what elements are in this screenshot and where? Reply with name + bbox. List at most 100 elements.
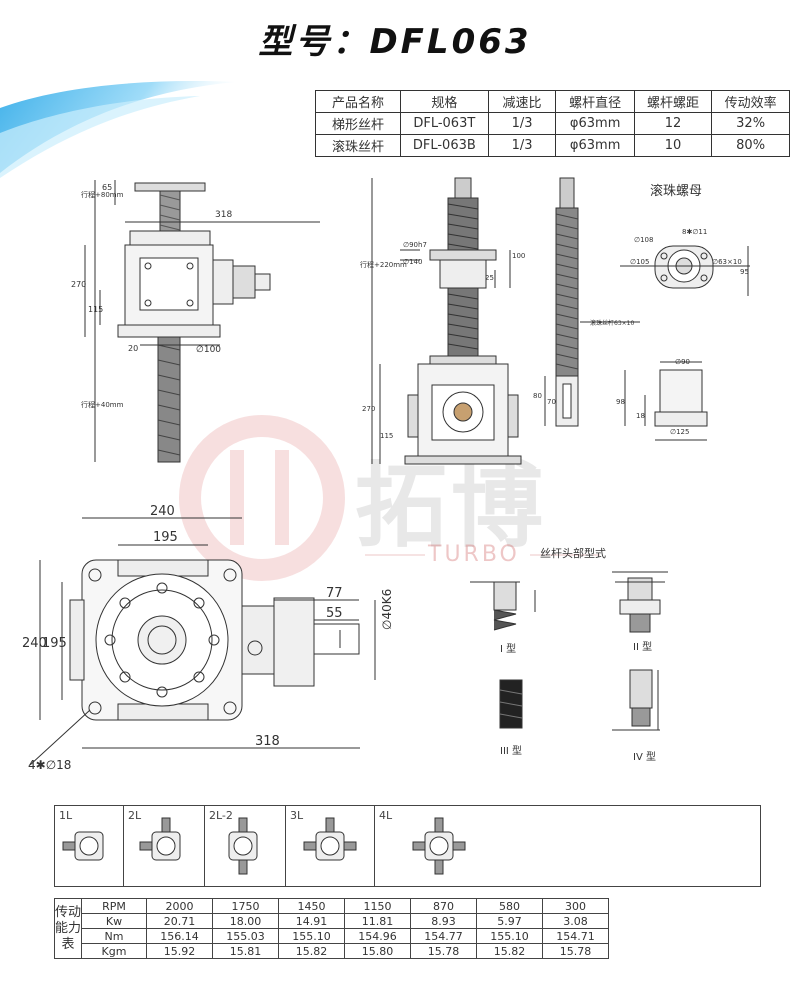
dim-label: 55 xyxy=(326,606,343,621)
type-2-label: II 型 xyxy=(633,642,653,653)
capacity-cell: 155.10 xyxy=(278,928,345,944)
dim-label: 行程+40mm xyxy=(81,401,124,409)
capacity-unit: Nm xyxy=(81,928,147,944)
spec-cell: 1/3 xyxy=(487,134,557,157)
config-cell: 1L xyxy=(55,806,124,886)
dim-label: 318 xyxy=(215,210,233,220)
capacity-cell: 155.03 xyxy=(212,928,279,944)
capacity-cell: 300 xyxy=(542,898,609,914)
ball-screw-note: 滚珠丝杆63×10 xyxy=(590,320,635,327)
dim-label: ∅140 xyxy=(403,258,423,266)
capacity-row: 传动能力表 RPM 2000 1750 1450 1150 870 580 30… xyxy=(54,898,609,959)
spec-cell: 滚珠丝杆 xyxy=(314,134,402,157)
dim-label: 95 xyxy=(740,268,749,276)
dim-label: 195 xyxy=(42,636,67,651)
config-label: 4L xyxy=(379,809,393,822)
dim-label: 100 xyxy=(512,252,526,260)
dim-label: ∅108 xyxy=(634,236,654,244)
config-cell: 2L-2 xyxy=(205,806,286,886)
spec-header: 产品名称 xyxy=(314,90,402,113)
dim-label: 240 xyxy=(150,504,175,519)
config-1l-icon xyxy=(62,831,104,861)
ball-nut-title: 滚珠螺母 xyxy=(650,184,703,199)
capacity-cell: 1450 xyxy=(278,898,345,914)
dim-label: 20 xyxy=(128,344,139,353)
dim-label: ∅105 xyxy=(630,258,650,266)
capacity-cell: 15.92 xyxy=(146,943,213,959)
spec-header: 规格 xyxy=(400,90,489,113)
dim-label: 115 xyxy=(380,432,394,440)
dim-label: ∅125 xyxy=(670,428,690,436)
config-cell: 2L xyxy=(124,806,205,886)
decorative-swoosh xyxy=(0,81,235,178)
spec-header: 螺杆螺距 xyxy=(633,90,713,113)
capacity-cell: 15.78 xyxy=(542,943,609,959)
capacity-table: 传动能力表 RPM 2000 1750 1450 1150 870 580 30… xyxy=(54,898,609,959)
capacity-cell: 5.97 xyxy=(476,913,543,929)
configuration-panel: 1L 2L 2L-2 3L xyxy=(54,805,761,887)
capacity-cell: 2000 xyxy=(146,898,213,914)
config-3l-icon xyxy=(303,817,357,861)
capacity-cell: 8.93 xyxy=(410,913,477,929)
capacity-cell: 154.96 xyxy=(344,928,411,944)
capacity-cell: 1150 xyxy=(344,898,411,914)
dim-label: 318 xyxy=(255,734,280,749)
capacity-cell: 15.82 xyxy=(278,943,345,959)
top-flange xyxy=(134,182,206,192)
spec-header-row: 产品名称 规格 减速比 螺杆直径 螺杆螺距 传动效率 xyxy=(314,90,790,113)
long-screw xyxy=(555,207,579,377)
spec-header: 螺杆直径 xyxy=(555,90,635,113)
capacity-row: Nm 156.14 155.03 155.10 154.96 154.77 15… xyxy=(55,928,609,944)
dim-label: 98 xyxy=(616,398,625,406)
dim-label: ∅100 xyxy=(196,345,222,355)
capacity-cell: 14.91 xyxy=(278,913,345,929)
dim-label: 行程+220mm xyxy=(360,261,407,269)
spec-cell: φ63mm xyxy=(555,134,635,157)
screw-head-title: 丝杆头部型式 xyxy=(540,547,606,560)
capacity-cell: 580 xyxy=(476,898,543,914)
dim-label: 240 xyxy=(22,636,47,651)
capacity-unit: RPM xyxy=(81,898,147,914)
type-3-label: III 型 xyxy=(500,746,523,757)
dim-label: 25 xyxy=(485,274,494,282)
dim-label: 行程+80mm xyxy=(81,191,124,199)
dim-label: 4✱∅18 xyxy=(28,758,72,772)
watermark-mark: 拓博 xyxy=(355,453,548,560)
dim-label: 80 xyxy=(533,392,542,400)
capacity-row-header: 传动能力表 xyxy=(54,898,82,959)
config-label: 1L xyxy=(59,809,73,822)
spec-cell: 80% xyxy=(711,134,790,157)
dim-label: 18 xyxy=(636,412,645,420)
type-4-label: IV 型 xyxy=(633,752,656,763)
page-title: 型号：DFL063 xyxy=(258,22,532,62)
capacity-row: Kgm 15.92 15.81 15.82 15.80 15.78 15.82 … xyxy=(55,943,609,959)
dim-label: 115 xyxy=(88,305,104,314)
dim-label: 270 xyxy=(71,280,87,289)
watermark-sub: TURBO xyxy=(428,542,520,567)
capacity-unit: Kgm xyxy=(81,943,147,959)
capacity-cell: 15.78 xyxy=(410,943,477,959)
config-4l-icon xyxy=(412,817,466,875)
capacity-cell: 15.82 xyxy=(476,943,543,959)
ball-screw-upper xyxy=(447,197,479,251)
spec-cell: 10 xyxy=(633,134,713,157)
dim-label: ∅63×10 xyxy=(712,258,742,266)
dim-label: ∅40K6 xyxy=(380,588,394,630)
type-1-label: I 型 xyxy=(500,644,517,655)
capacity-cell: 20.71 xyxy=(146,913,213,929)
spec-cell: DFL-063B xyxy=(400,134,489,157)
config-cell: 3L xyxy=(286,806,375,886)
dim-label: 65 xyxy=(102,183,113,192)
capacity-cell: 18.00 xyxy=(212,913,279,929)
capacity-cell: 155.10 xyxy=(476,928,543,944)
config-label: 2L-2 xyxy=(209,809,233,822)
spec-table: 产品名称 规格 减速比 螺杆直径 螺杆螺距 传动效率 梯形丝杆 DFL-063T… xyxy=(314,90,790,157)
capacity-cell: 156.14 xyxy=(146,928,213,944)
capacity-cell: 1750 xyxy=(212,898,279,914)
config-cell: 4L xyxy=(375,806,760,886)
capacity-cell: 15.81 xyxy=(212,943,279,959)
capacity-cell: 11.81 xyxy=(344,913,411,929)
capacity-row: Kw 20.71 18.00 14.91 11.81 8.93 5.97 3.0… xyxy=(55,913,609,929)
capacity-unit: Kw xyxy=(81,913,147,929)
spec-header: 传动效率 xyxy=(711,90,790,113)
